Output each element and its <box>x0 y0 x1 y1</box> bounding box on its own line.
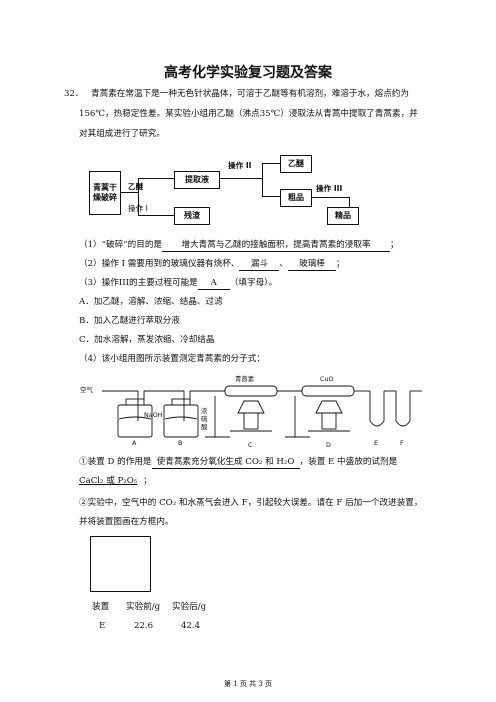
q2-prefix: （2）操作 I 需要用到的玻璃仪器有烧杯、 <box>79 259 240 269</box>
flow-line <box>138 178 140 216</box>
flow-line <box>219 178 262 180</box>
table-cell-after: 42.4 <box>181 621 201 631</box>
flow-op2-label: 操作 II <box>228 161 252 170</box>
flow-line <box>262 196 280 198</box>
s1-line-1: ①装置 D 的作用是使青蒿素充分氧化生成 CO₂ 和 H₂O，装置 E 中盛放的… <box>79 456 397 469</box>
flow-line <box>138 215 174 217</box>
flow-ether-box: 乙醚 <box>280 155 312 173</box>
flow-extract-box: 提取液 <box>174 171 220 189</box>
intro-line-3: 对其组成进行了研究。 <box>79 129 165 139</box>
q4-line: （4）该小组用图所示装置测定青蒿素的分子式： <box>79 354 265 364</box>
label-sample: 青蒿素 <box>235 375 255 383</box>
q1-line: （1）“破碎”的目的是增大青蒿与乙醚的接触面积，提高青蒿素的浸取率； <box>79 239 399 252</box>
flow-line <box>311 197 349 199</box>
answer-drawing-box[interactable] <box>90 536 151 592</box>
flow-start-box: 青蒿干燥破碎 <box>89 171 121 215</box>
option-a: A．加乙醚，溶解、浓缩、结晶、过滤 <box>79 297 223 307</box>
flow-line <box>262 163 264 197</box>
q2-sep: 、 <box>279 259 289 269</box>
q3-prefix: （3）操作III的主要过程可能是 <box>79 278 198 288</box>
q2-answer-1: 漏斗 <box>239 258 280 271</box>
label-E: E <box>374 439 379 447</box>
s1-answer-2: CaCl₂ 或 P₂O₅ <box>79 476 138 486</box>
page-footer: 第 1 页 共 3 页 <box>223 680 273 688</box>
flow-ether-label: 乙醚 <box>288 159 304 168</box>
q1-suffix: ； <box>390 240 399 250</box>
q1-prefix: （1）“破碎”的目的是 <box>79 240 163 250</box>
label-cuo: CuO <box>320 375 334 383</box>
flow-crude-label: 粗品 <box>288 193 304 202</box>
page-title: 高考化学实验复习题及答案 <box>164 65 332 81</box>
q3-answer: A <box>197 277 230 290</box>
flow-line <box>120 192 138 194</box>
flow-line <box>349 197 351 207</box>
q2-answer-2: 玻璃棒 <box>288 258 337 271</box>
label-air: 空气 <box>80 386 93 394</box>
flow-op1-label: 操作 I <box>128 204 148 213</box>
flow-residue-label: 残渣 <box>184 211 200 220</box>
label-A: A <box>132 439 137 447</box>
table-header-after: 实验后/g <box>172 602 207 612</box>
flow-op3-label: 操作 III <box>316 184 343 193</box>
label-F: F <box>400 439 404 447</box>
flow-solvent-label: 乙醚 <box>128 182 144 191</box>
q1-answer: 增大青蒿与乙醚的接触面积，提高青蒿素的浸取率 <box>162 239 391 252</box>
table-header-before: 实验前/g <box>126 602 161 612</box>
option-c: C．加水溶解，蒸发浓缩、冷却结晶 <box>79 335 215 345</box>
question-number: 32． <box>64 89 84 99</box>
s1-suffix: ； <box>143 476 152 486</box>
flow-start-label: 青蒿干燥破碎 <box>93 183 117 202</box>
s2-line-2: 并将装置图画在方框内。 <box>79 517 174 527</box>
label-C: C <box>248 441 253 449</box>
q2-suffix: ； <box>336 259 345 269</box>
apparatus-drawing <box>102 385 422 438</box>
flow-crystal-box: 精品 <box>327 207 359 225</box>
intro-line-2: 156℃，热稳定性差。某实验小组用乙醚（沸点35℃）浸取法从青蒿中提取了青蒿素，… <box>79 109 418 119</box>
q2-line: （2）操作 I 需要用到的玻璃仪器有烧杯、漏斗、玻璃棒； <box>79 258 345 271</box>
table-header-device: 装置 <box>92 602 110 612</box>
flow-line <box>262 163 280 165</box>
label-naoh: NaOH <box>144 411 163 419</box>
label-D: D <box>326 441 331 449</box>
s1-line-2: CaCl₂ 或 P₂O₅ ； <box>79 475 152 487</box>
label-acid: 浓硫酸 <box>201 407 208 431</box>
s1-prefix: ①装置 D 的作用是 <box>79 457 152 467</box>
s1-answer: 使青蒿素充分氧化生成 CO₂ 和 H₂O <box>151 456 300 469</box>
s2-line-1: ②实验中，空气中的 CO₂ 和水蒸气会进入 F，引起较大误差。请在 F 后加一个… <box>79 498 423 508</box>
flow-crude-box: 粗品 <box>280 189 312 207</box>
s1-mid: ，装置 E 中盛放的试剂是 <box>299 457 398 467</box>
label-B: B <box>178 439 183 447</box>
table-cell-before: 22.6 <box>134 621 154 631</box>
intro-line-1: 青蒿素在常温下是一种无色针状晶体，可溶于乙醚等有机溶剂，难溶于水，熔点约为 <box>91 89 409 99</box>
flow-line <box>138 178 174 180</box>
flow-crystal-label: 精品 <box>335 211 351 220</box>
option-b: B．加入乙醚进行萃取分液 <box>79 316 180 326</box>
apparatus-diagram: 空气 青蒿素 CuO NaOH 浓硫酸 A B C D E F <box>80 371 426 451</box>
flow-residue-box: 残渣 <box>174 207 210 225</box>
table-cell-device: E <box>99 621 106 631</box>
q3-suffix: （填字母）。 <box>229 278 278 288</box>
flow-extract-label: 提取液 <box>185 175 209 184</box>
